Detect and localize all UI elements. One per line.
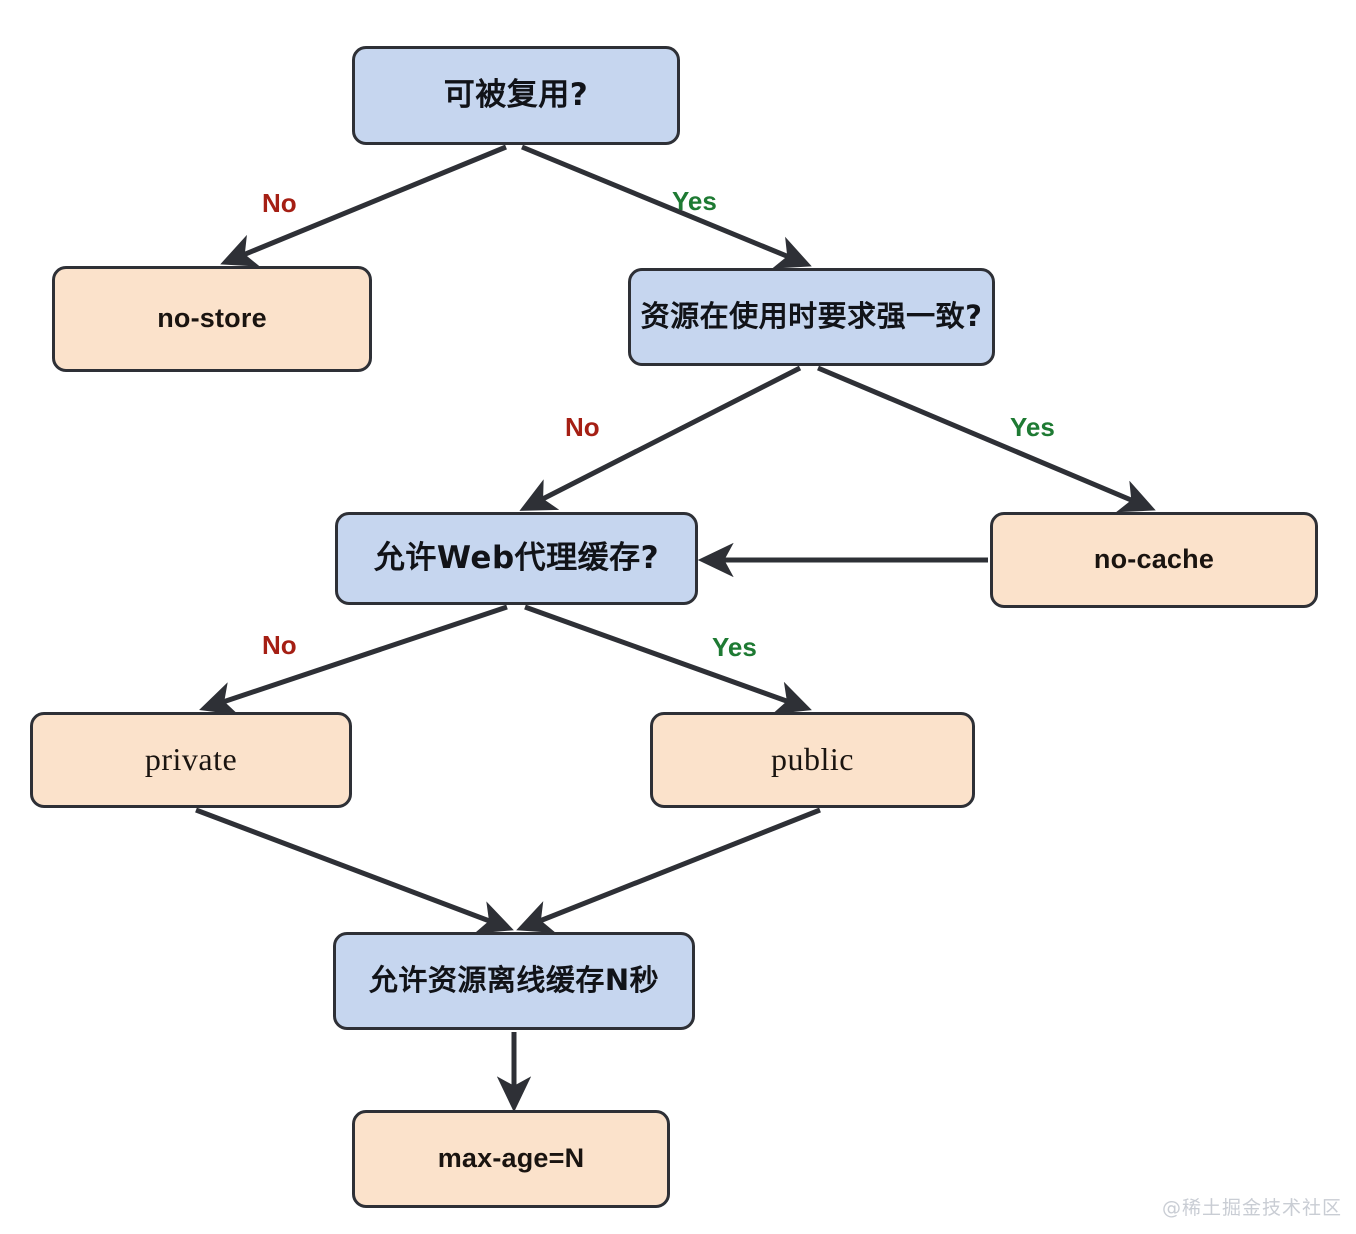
edge-reusable-to-strong	[521, 144, 812, 269]
edge-public-to-offline	[516, 807, 821, 934]
node-max-age[interactable]: max-age=N	[352, 1110, 670, 1208]
edge-label-reusable-no: No	[262, 188, 297, 218]
node-public-label: public	[771, 741, 854, 778]
node-private-label: private	[144, 741, 238, 778]
node-private[interactable]: private	[30, 712, 352, 808]
node-offline-cache-seconds[interactable]: 允许资源离线缓存N秒	[333, 932, 695, 1030]
node-reusable[interactable]: 可被复用?	[352, 46, 680, 145]
node-no-store-label: no-store	[157, 303, 267, 334]
node-no-cache[interactable]: no-cache	[990, 512, 1318, 608]
edge-private-to-offline	[195, 807, 514, 934]
edge-label-strong-no: No	[565, 412, 600, 442]
node-web-proxy-cache[interactable]: 允许Web代理缓存?	[335, 512, 698, 605]
edge-label-webproxy-no: No	[262, 630, 297, 660]
node-offline-cache-seconds-label: 允许资源离线缓存N秒	[368, 963, 660, 998]
edge-label-reusable-yes: Yes	[672, 186, 717, 216]
edge-strong-to-no-cache	[817, 365, 1156, 513]
node-strong-consistency[interactable]: 资源在使用时要求强一致?	[628, 268, 995, 366]
edge-webproxy-to-private	[199, 604, 508, 715]
edge-label-webproxy-yes: Yes	[712, 632, 757, 662]
node-max-age-label: max-age=N	[437, 1143, 585, 1174]
edge-label-strong-yes: Yes	[1010, 412, 1055, 442]
node-public[interactable]: public	[650, 712, 975, 808]
edge-strong-to-webproxy	[519, 365, 802, 511]
node-strong-consistency-label: 资源在使用时要求强一致?	[640, 299, 983, 334]
watermark: @稀土掘金技术社区	[1161, 1197, 1342, 1219]
edge-reusable-to-no-store	[220, 144, 507, 267]
node-reusable-label: 可被复用?	[443, 77, 589, 114]
node-no-cache-label: no-cache	[1093, 544, 1215, 575]
node-no-store[interactable]: no-store	[52, 266, 372, 372]
node-web-proxy-cache-label: 允许Web代理缓存?	[373, 540, 660, 577]
edge-webproxy-to-public	[524, 604, 812, 715]
